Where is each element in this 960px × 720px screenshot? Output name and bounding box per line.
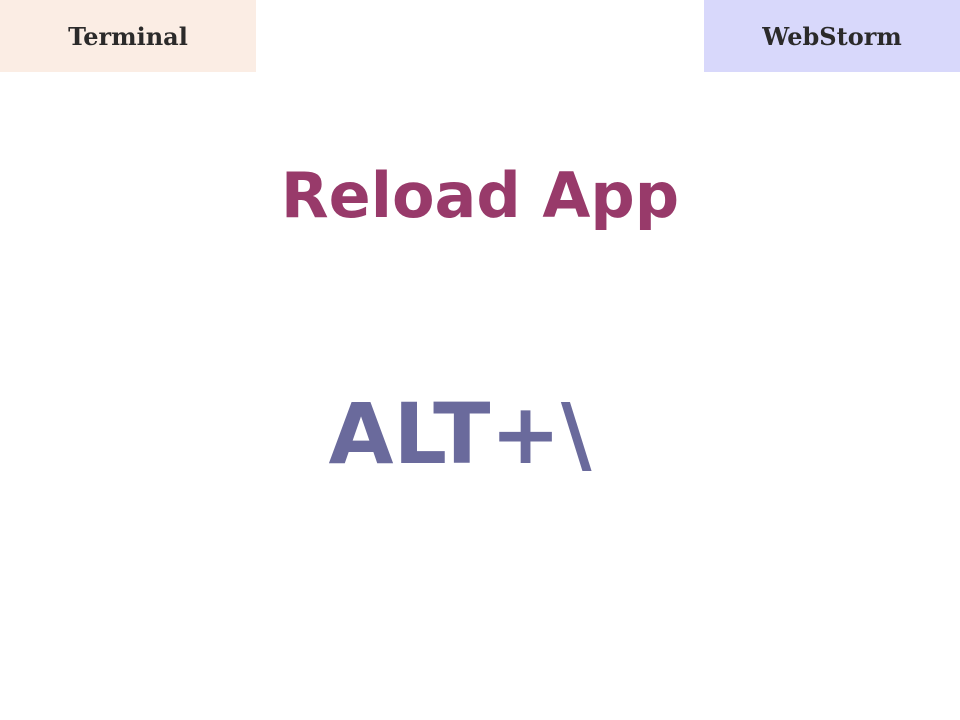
keyboard-shortcut: ALT+\ (328, 385, 592, 483)
tab-terminal[interactable]: Terminal (0, 0, 256, 72)
page-title: Reload App (280, 159, 680, 232)
tab-terminal-label: Terminal (68, 21, 188, 51)
tab-webstorm-label: WebStorm (762, 21, 902, 51)
tab-webstorm[interactable]: WebStorm (704, 0, 960, 72)
